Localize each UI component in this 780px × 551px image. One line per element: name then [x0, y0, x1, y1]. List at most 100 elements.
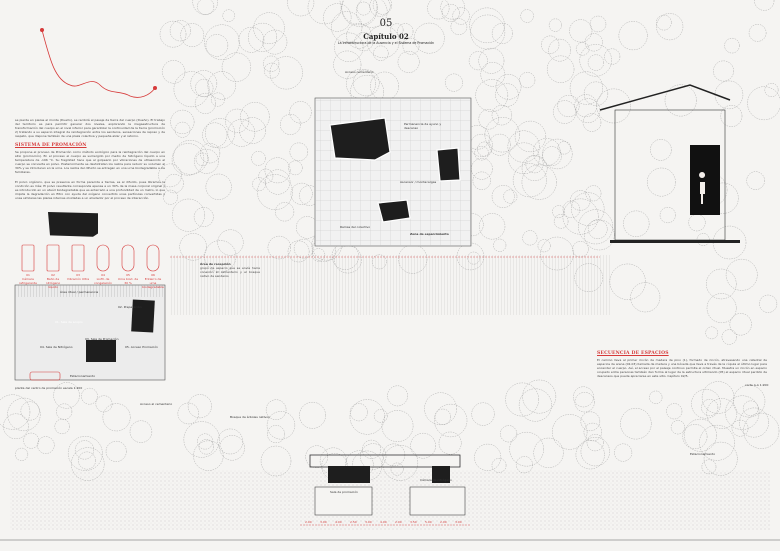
tree-canopy	[54, 418, 70, 435]
tree-canopy	[370, 71, 399, 101]
tree-canopy	[390, 23, 404, 37]
section-scale: corte A-A 1:200	[745, 383, 769, 387]
tree-canopy	[290, 182, 313, 205]
tree-canopy	[258, 168, 274, 184]
tree-canopy	[574, 392, 595, 413]
tree-canopy	[488, 133, 511, 156]
tree-canopy	[505, 382, 539, 417]
tree-canopy	[557, 141, 571, 155]
promacion-heading: SISTEMA DE PROMACIÓN	[15, 143, 87, 148]
tree-canopy	[541, 35, 560, 54]
tree-canopy	[725, 395, 760, 430]
tree-canopy	[649, 390, 663, 404]
tree-canopy	[706, 293, 737, 323]
tree-canopy	[575, 440, 605, 470]
tree-canopy	[519, 72, 536, 89]
icon-number: 01	[26, 273, 30, 277]
tree-canopy	[267, 425, 285, 443]
tree-canopy	[583, 422, 602, 442]
tree-canopy	[546, 55, 575, 83]
icon-label: Entierro de urna biodegradable	[142, 277, 164, 289]
tree-canopy	[183, 421, 220, 458]
tree-canopy	[725, 258, 758, 291]
tree-canopy	[475, 79, 509, 112]
tree-canopy	[20, 401, 40, 421]
tree-canopy	[390, 462, 404, 476]
tree-canopy	[7, 397, 41, 432]
dimension-label: 4.00	[335, 520, 342, 524]
tree-canopy	[248, 22, 277, 52]
tree-canopy	[579, 44, 612, 77]
promacion-paragraph-2: El polvo orgánico, que se preserva en fo…	[15, 180, 165, 200]
section-room-dark	[328, 466, 370, 483]
tree-canopy	[701, 399, 719, 417]
tree-canopy	[169, 20, 191, 42]
tree-canopy	[562, 200, 581, 218]
tree-canopy	[553, 214, 569, 229]
tree-canopy	[507, 130, 540, 163]
tree-canopy	[589, 15, 607, 33]
tree-canopy	[105, 441, 127, 462]
tree-canopy	[522, 230, 538, 246]
tree-canopy	[444, 73, 463, 92]
tree-canopy	[743, 412, 780, 449]
tree-canopy	[81, 387, 98, 405]
tree-canopy	[705, 326, 718, 340]
tree-canopy	[732, 385, 766, 418]
plan-note-left: grupo de espacio que se envía hacia cone…	[200, 266, 260, 278]
tree-canopy	[623, 210, 650, 237]
tree-canopy	[713, 60, 734, 82]
dimension-label: 3.00	[455, 520, 462, 524]
building-volume	[377, 199, 411, 223]
intro-paragraph: se pierde en piezas el monte (Dueño), se…	[15, 118, 165, 138]
tree-canopy	[548, 38, 571, 62]
tree-canopy	[656, 14, 672, 31]
tree-canopy	[53, 382, 80, 409]
tree-canopy	[747, 86, 780, 121]
tree-canopy	[349, 403, 368, 422]
tree-canopy	[366, 25, 400, 58]
section-label: Estacionamiento	[690, 452, 716, 456]
cooling-chamber-icon	[21, 244, 35, 272]
tree-canopy	[158, 163, 182, 188]
tree-canopy	[253, 12, 285, 44]
tree-canopy	[586, 434, 604, 452]
tree-canopy	[289, 142, 308, 162]
tree-canopy	[746, 171, 765, 190]
icon-number: 04	[101, 273, 105, 277]
tree-canopy	[578, 209, 613, 245]
tree-canopy	[402, 37, 420, 55]
tree-canopy	[509, 431, 544, 467]
dimension-label: 2.00	[305, 520, 312, 524]
icon-label: Urna biod. de 30 %	[117, 277, 139, 285]
tree-canopy	[500, 425, 518, 443]
tree-canopy	[387, 385, 408, 407]
nitrogen-bath-icon	[46, 244, 60, 272]
tree-canopy	[413, 22, 445, 54]
plan-label: 04. Sala de Nitrógeno	[40, 345, 73, 349]
icon-number: 02	[51, 273, 55, 277]
tree-canopy	[656, 13, 684, 41]
tree-canopy	[478, 109, 499, 130]
tree-canopy	[373, 45, 389, 61]
tree-canopy	[684, 418, 717, 452]
section-label: Cámara de nitrógeno	[420, 478, 452, 482]
tree-canopy	[193, 207, 214, 227]
tree-canopy	[477, 141, 493, 157]
tree-canopy	[434, 403, 468, 438]
tree-canopy	[480, 62, 505, 87]
tree-canopy	[199, 143, 221, 164]
left-plan-frame	[14, 284, 166, 381]
tree-canopy	[164, 174, 184, 194]
tree-canopy	[289, 101, 312, 124]
tree-canopy	[334, 32, 364, 62]
tree-canopy	[163, 189, 178, 205]
tree-canopy	[287, 0, 315, 17]
tree-canopy	[570, 190, 591, 211]
tree-canopy	[574, 94, 598, 117]
tree-canopy	[195, 78, 214, 98]
plan-label: 02. Preparación	[118, 305, 142, 309]
section-bridge	[309, 454, 461, 468]
tree-canopy	[584, 219, 615, 251]
tree-canopy	[381, 410, 414, 442]
